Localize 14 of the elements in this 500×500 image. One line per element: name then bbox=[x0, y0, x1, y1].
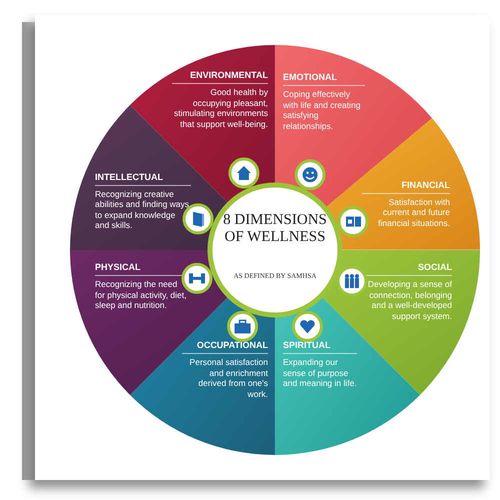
segment-description: Good health by occupying pleasant, stimulating environments that support well-being. bbox=[172, 87, 268, 129]
segment-description: Recognizing creative abilities and finding ways to expand knowledge and skills. bbox=[95, 188, 190, 231]
segment-heading: EMOTIONAL bbox=[283, 72, 365, 86]
segment-heading: ENVIRONMENTAL bbox=[172, 70, 268, 84]
segment-description: Personal satisfaction and enrichment derived from one's work. bbox=[188, 357, 268, 399]
segment-description: Expanding our sense of purpose and meaning in life. bbox=[283, 357, 357, 388]
segment-description: Coping effectively with life and creating satisfying relationships. bbox=[283, 89, 362, 131]
center-title: 8 DIMENSIONS OF WELLNESS bbox=[222, 212, 328, 246]
segment-description: Developing a sense of connection, belonging and a well-developed support system. bbox=[366, 279, 452, 321]
center-circle bbox=[207, 182, 343, 318]
segment-heading: FINANCIAL bbox=[362, 180, 450, 194]
segment-description: Recognizing the need for physical activity, diet, sleep and nutrition. bbox=[95, 279, 188, 310]
segment-heading: INTELLECTUAL bbox=[95, 172, 191, 186]
segment-description: Satisfaction with current and future financial situations. bbox=[377, 196, 450, 228]
